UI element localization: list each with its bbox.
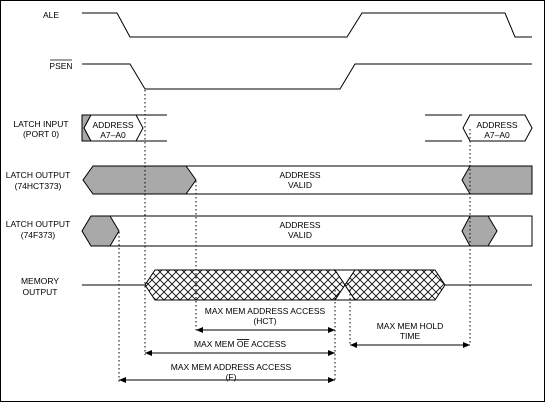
latch-output-f-bus [81, 215, 533, 247]
bus-label-address-left: ADDRESS A7–A0 [92, 120, 133, 140]
svg-text:LATCH INPUT: LATCH INPUT [13, 119, 68, 129]
arrow-max-mem-address-access-hct [196, 327, 335, 333]
svg-text:OUTPUT: OUTPUT [23, 287, 58, 297]
svg-text:MAX MEM ADDRESS ACCESS: MAX MEM ADDRESS ACCESS [205, 306, 326, 316]
bus-label-address-valid-hct: ADDRESS VALID [279, 170, 320, 190]
reference-guides [118, 90, 471, 382]
svg-text:VALID: VALID [288, 230, 312, 240]
svg-text:ADDRESS: ADDRESS [476, 120, 517, 130]
arrow-max-mem-oe-access [145, 350, 335, 356]
label-latch-output-f: LATCH OUTPUT (74F373) [6, 219, 71, 240]
svg-text:ADDRESS: ADDRESS [279, 170, 320, 180]
label-latch-output-hct: LATCH OUTPUT (74HCT373) [6, 170, 71, 191]
bus-label-address-right: ADDRESS A7–A0 [476, 120, 517, 140]
latch-input-bus [81, 114, 533, 142]
svg-text:TIME: TIME [400, 331, 421, 341]
svg-text:PSEN: PSEN [49, 61, 72, 71]
memory-output-bus [82, 269, 532, 301]
svg-text:A7–A0: A7–A0 [484, 130, 510, 140]
label-ale: ALE [43, 10, 59, 20]
svg-text:VALID: VALID [288, 180, 312, 190]
svg-text:MAX MEM OE ACCESS: MAX MEM OE ACCESS [194, 339, 286, 349]
label-psen: PSEN [49, 59, 73, 71]
label-latch-input: LATCH INPUT (PORT 0) [13, 119, 68, 139]
arrow-max-mem-hold-time [350, 342, 470, 348]
svg-text:(74HCT373): (74HCT373) [15, 181, 62, 191]
label-memory-output: MEMORY OUTPUT [21, 276, 59, 297]
svg-text:(F): (F) [226, 372, 237, 382]
ale-waveform [82, 12, 532, 38]
label-max-mem-address-access-hct: MAX MEM ADDRESS ACCESS (HCT) [205, 306, 326, 326]
label-max-mem-hold-time: MAX MEM HOLD TIME [377, 321, 444, 341]
svg-text:LATCH OUTPUT: LATCH OUTPUT [6, 170, 71, 180]
svg-text:(HCT): (HCT) [253, 316, 276, 326]
svg-text:(PORT 0): (PORT 0) [23, 129, 59, 139]
svg-text:MEMORY: MEMORY [21, 276, 59, 286]
svg-text:(74F373): (74F373) [21, 230, 56, 240]
svg-text:A7–A0: A7–A0 [100, 130, 126, 140]
svg-text:MAX MEM ADDRESS ACCESS: MAX MEM ADDRESS ACCESS [171, 362, 292, 372]
label-max-mem-address-access-f: MAX MEM ADDRESS ACCESS (F) [171, 362, 292, 382]
oe-overbar-text: OE [237, 339, 250, 349]
arrow-max-mem-address-access-f [119, 377, 335, 383]
bus-label-address-valid-f: ADDRESS VALID [279, 220, 320, 240]
svg-text:LATCH OUTPUT: LATCH OUTPUT [6, 219, 71, 229]
svg-text:ADDRESS: ADDRESS [279, 220, 320, 230]
svg-text:MAX MEM HOLD: MAX MEM HOLD [377, 321, 444, 331]
latch-output-hct-bus [82, 165, 533, 195]
label-max-mem-oe-access: MAX MEM OE ACCESS [194, 339, 286, 349]
psen-waveform [82, 63, 532, 90]
svg-text:ADDRESS: ADDRESS [92, 120, 133, 130]
